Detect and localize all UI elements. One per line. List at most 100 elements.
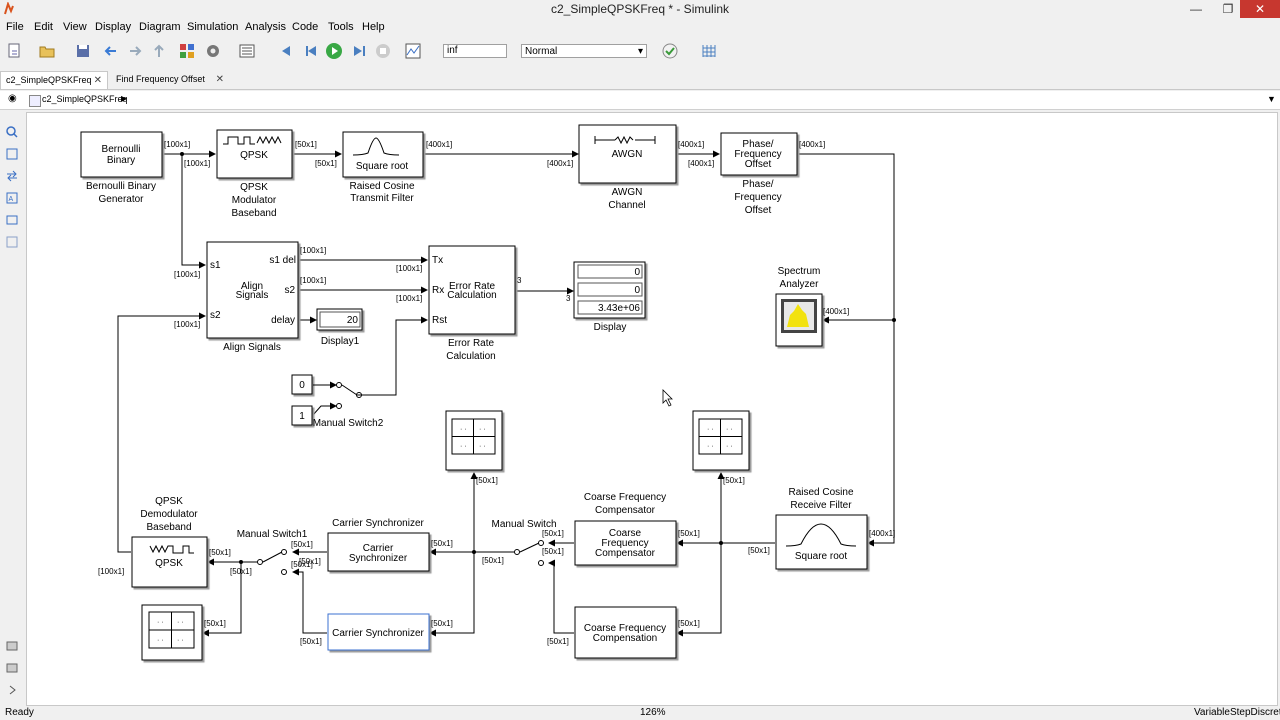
block-caption: Modulator <box>232 195 277 206</box>
sinc-pulse-icon <box>785 523 857 547</box>
block-caption: Manual Switch1 <box>237 529 308 540</box>
signal-dim-label: [100x1] <box>396 294 422 303</box>
expand-palette-icon[interactable] <box>6 684 18 696</box>
block-caption: Receive Filter <box>790 500 852 511</box>
signal-line[interactable] <box>357 316 428 396</box>
forward-arrow-icon[interactable] <box>126 42 144 60</box>
hide-explorer-icon[interactable]: ◉ <box>8 93 17 104</box>
qpsk-demodulator-block[interactable] <box>131 536 208 588</box>
run-play-icon[interactable] <box>325 42 343 60</box>
signal-dim-label: [100x1] <box>174 270 200 279</box>
signal-dim-label: [50x1] <box>542 529 564 538</box>
close-icon[interactable]: ✕ <box>93 75 102 86</box>
qpsk-modulator-block[interactable] <box>216 129 293 179</box>
svg-text:· ·: · · <box>157 619 164 626</box>
menu-view[interactable]: View <box>63 21 87 33</box>
breadcrumb-dropdown-icon[interactable]: ▼ <box>1267 94 1276 104</box>
library-browser-icon[interactable] <box>178 42 196 60</box>
error-rate-block[interactable] <box>428 245 516 335</box>
signal-line[interactable] <box>429 552 475 637</box>
arrows-icon[interactable] <box>6 170 18 182</box>
breadcrumb-model[interactable]: c2_SimpleQPSKFreq <box>42 94 128 104</box>
fit-to-view-icon[interactable] <box>6 148 18 160</box>
check-model-icon[interactable] <box>661 42 679 60</box>
block-text: QPSK <box>240 150 268 161</box>
signal-line[interactable] <box>117 312 206 553</box>
signal-line[interactable] <box>202 562 242 637</box>
annotation-icon[interactable]: A <box>6 192 18 204</box>
signal-dim-label: [50x1] <box>431 619 453 628</box>
constant-1-block[interactable] <box>291 405 313 426</box>
image-icon[interactable] <box>6 214 18 226</box>
minimize-button[interactable]: — <box>1190 2 1202 16</box>
model-browser-icon[interactable] <box>6 640 18 652</box>
block-caption: Manual Switch2 <box>313 418 384 429</box>
step-back-icon[interactable] <box>276 42 294 60</box>
coarse-frequency-compensator-block[interactable] <box>574 520 677 566</box>
display1-value: 20 <box>347 315 359 326</box>
model-explorer-icon[interactable] <box>238 42 256 60</box>
tab-find-frequency-offset[interactable]: Find Frequency Offset✕ <box>111 71 229 89</box>
menu-file[interactable]: File <box>6 21 24 33</box>
restore-button[interactable]: ❐ <box>1222 2 1234 16</box>
step-forward-icon[interactable] <box>350 42 368 60</box>
block-caption: Channel <box>608 200 645 211</box>
carrier-synchronizer-block[interactable] <box>327 532 430 572</box>
carrier-synchronizer-selected-block[interactable] <box>327 613 430 651</box>
list-icon[interactable] <box>6 662 18 674</box>
grid-icon[interactable] <box>700 42 718 60</box>
menu-code[interactable]: Code <box>292 21 319 33</box>
save-icon[interactable] <box>74 42 92 60</box>
align-signals-block[interactable] <box>206 241 299 339</box>
awgn-channel-block[interactable] <box>578 124 677 184</box>
breadcrumb-expand-icon[interactable]: ▶ <box>121 94 128 103</box>
up-arrow-icon[interactable] <box>150 42 168 60</box>
phase-frequency-offset-block[interactable] <box>720 132 798 176</box>
constant-0-block[interactable] <box>291 374 313 395</box>
tab-c2-simpleqpskfreq[interactable]: c2_SimpleQPSKFreq✕ <box>0 71 108 89</box>
menu-help[interactable]: Help <box>362 21 385 33</box>
signal-line[interactable] <box>676 543 722 637</box>
signal-line[interactable] <box>292 568 327 634</box>
menu-tools[interactable]: Tools <box>328 21 354 33</box>
signal-line[interactable] <box>797 153 895 547</box>
bernoulli-binary-block[interactable] <box>80 131 163 178</box>
block-caption: Baseband <box>146 522 191 533</box>
signal-line[interactable] <box>181 154 206 269</box>
close-window-button[interactable]: ✕ <box>1240 0 1280 18</box>
block-caption: Demodulator <box>140 509 198 520</box>
back-arrow-icon[interactable] <box>102 42 120 60</box>
port-label: s2 <box>284 285 295 296</box>
model-canvas[interactable]: · ·· ·· ·· · · ·· ·· ·· · · ·· ·· ·· · B… <box>26 112 1278 706</box>
menu-simulation[interactable]: Simulation <box>187 21 239 33</box>
noise-icon <box>595 135 655 145</box>
signal-dim-label: [100x1] <box>174 320 200 329</box>
port-label: s1 <box>210 260 221 271</box>
zoom-icon[interactable] <box>6 126 18 138</box>
menu-edit[interactable]: Edit <box>34 21 53 33</box>
open-folder-icon[interactable] <box>38 42 56 60</box>
step-back2-icon[interactable] <box>302 42 320 60</box>
menu-display[interactable]: Display <box>95 21 132 33</box>
svg-text:· ·: · · <box>177 637 184 644</box>
stop-time-input[interactable] <box>443 44 507 58</box>
menu-analysis[interactable]: Analysis <box>245 21 286 33</box>
stop-icon[interactable] <box>374 42 392 60</box>
svg-text:A: A <box>9 196 14 203</box>
signal-line[interactable] <box>312 402 337 416</box>
signal-dim-label: [50x1] <box>315 159 337 168</box>
signal-line[interactable] <box>548 559 574 634</box>
model-config-gear-icon[interactable] <box>204 42 222 60</box>
menu-diagram[interactable]: Diagram <box>139 21 181 33</box>
block-text: Synchronizer <box>349 553 408 564</box>
area-icon[interactable] <box>6 236 18 248</box>
signal-dim-label: [400x1] <box>869 529 895 538</box>
sim-mode-select[interactable]: Normal▾ <box>521 44 647 58</box>
block-text: Compensation <box>593 633 657 644</box>
new-model-icon[interactable] <box>6 42 24 60</box>
close-icon[interactable]: ✕ <box>215 74 224 85</box>
solver-name[interactable]: VariableStepDiscrete <box>1194 707 1280 718</box>
scope-icon[interactable] <box>404 42 422 60</box>
block-caption: Baseband <box>231 208 276 219</box>
coarse-frequency-compensation-block[interactable] <box>574 606 677 659</box>
